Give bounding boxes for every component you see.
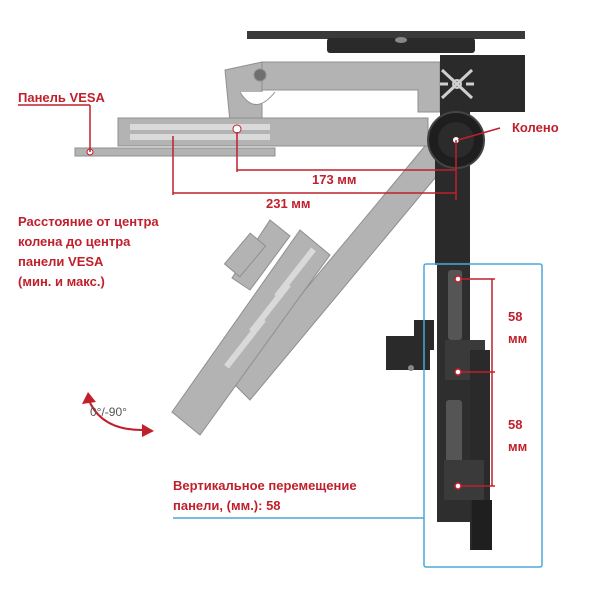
vertical-mast	[427, 55, 525, 522]
reach-dimension-lines	[18, 104, 501, 200]
distance-note: Расстояние от центра колена до центра па…	[18, 214, 159, 289]
angle-label: 0°/-90°	[90, 405, 127, 419]
rotation-arrow-icon	[82, 392, 154, 437]
lower-step-value: 58 мм	[508, 414, 527, 458]
lower-step-number: 58	[508, 417, 523, 432]
ceiling-plate	[247, 31, 525, 53]
vertical-move-label: Вертикальное перемещение панели, (мм.): …	[173, 478, 357, 513]
upper-step-number: 58	[508, 309, 523, 324]
vertical-step-dimension-lines	[454, 275, 495, 490]
lower-step-unit: мм	[508, 439, 528, 454]
upper-step-unit: мм	[508, 331, 528, 346]
upper-step-value: 58 мм	[508, 306, 527, 350]
vertical-adjust-highlight	[173, 263, 543, 568]
tilted-arm-ghost	[171, 139, 451, 436]
horizontal-arm-ghost	[74, 61, 441, 157]
vesa-panel-mounted	[386, 320, 492, 550]
knee-label: Колено	[512, 120, 559, 135]
logo-icon	[440, 68, 474, 100]
vesa-panel-label: Панель VESA	[18, 90, 105, 105]
long-reach-label: 231 мм	[266, 196, 311, 211]
short-reach-label: 173 мм	[312, 172, 357, 187]
